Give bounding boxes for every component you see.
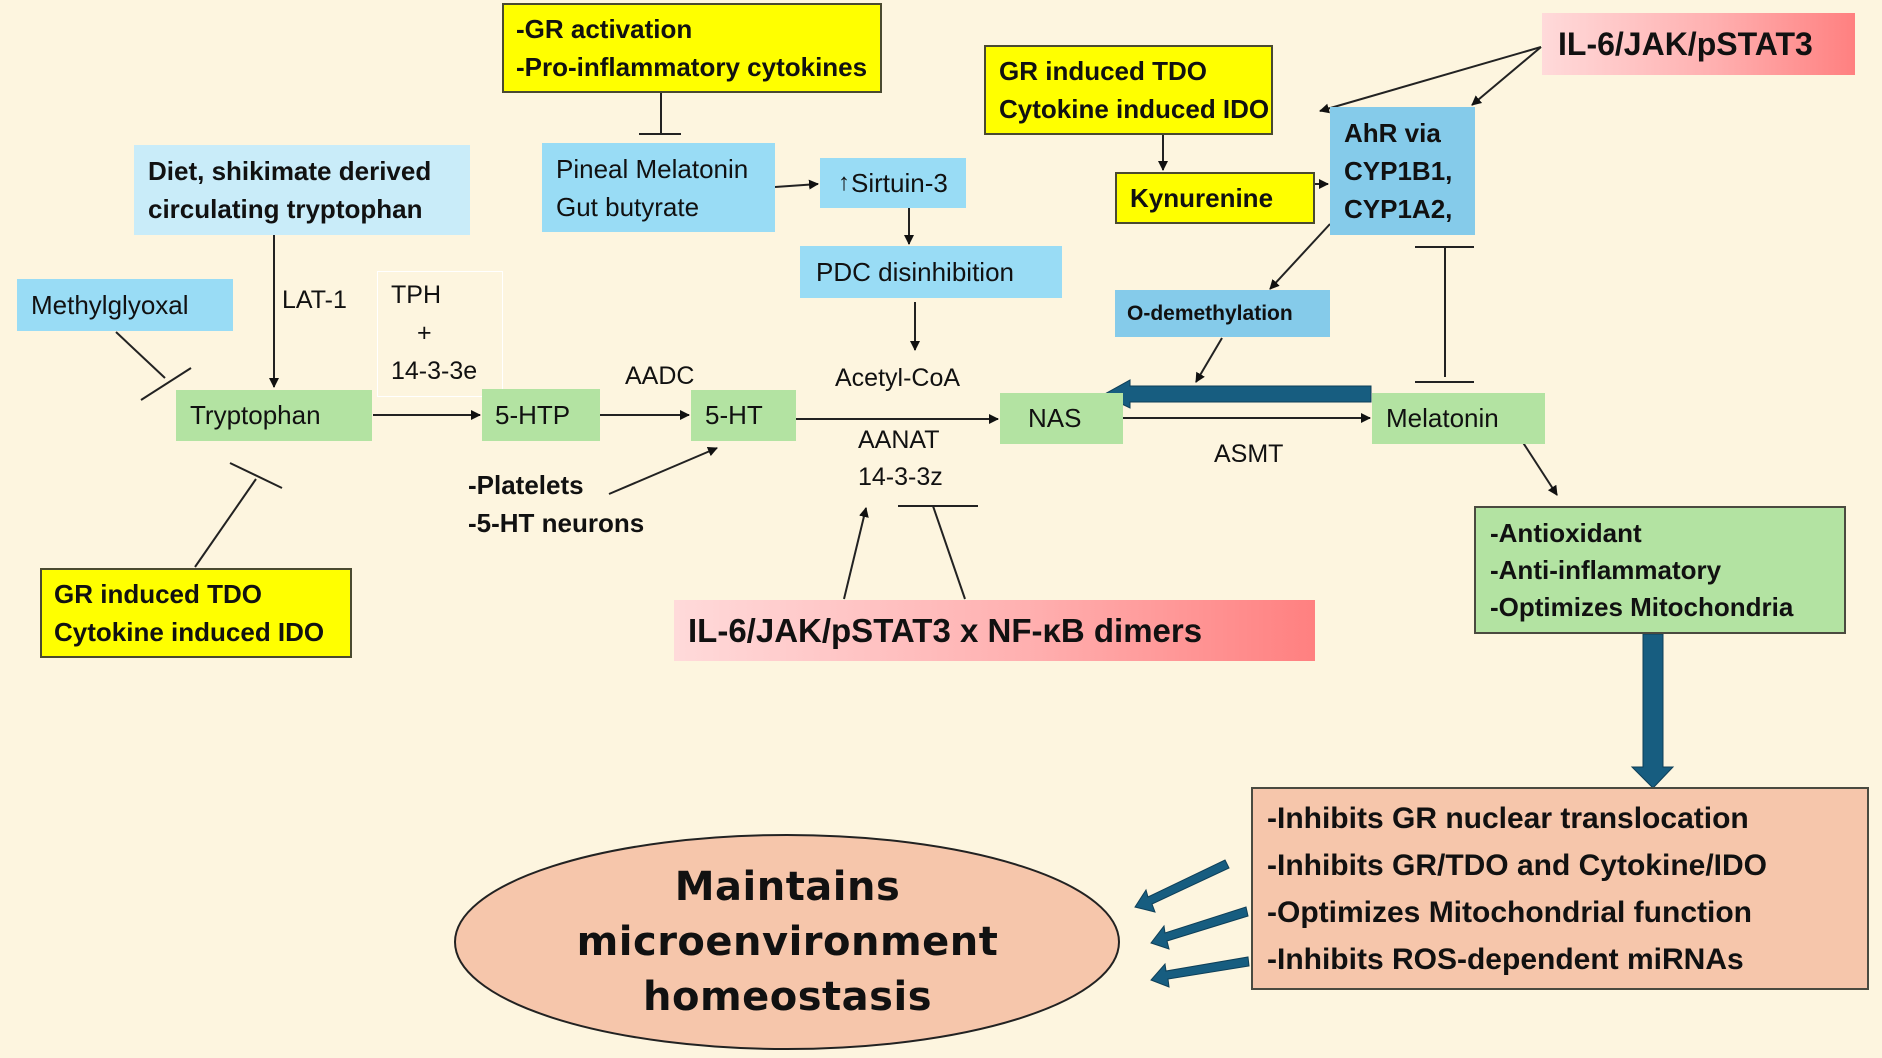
pdc-label: PDC disinhibition: [816, 256, 1014, 287]
nas-box: NAS: [1000, 393, 1123, 444]
homeostasis-line-2: microenvironment: [576, 919, 999, 965]
inhibit-bar-grtdo: [229, 462, 283, 489]
lat1-label: LAT-1: [282, 286, 347, 314]
effect-anti-inflammatory: -Anti-inflammatory: [1490, 554, 1722, 585]
kynurenine-box: Kynurenine: [1115, 172, 1315, 224]
arrow-platelets-to-5ht: [608, 446, 718, 495]
5htp-box: 5-HTP: [482, 389, 600, 441]
methylglyoxal-label: Methylglyoxal: [31, 289, 189, 320]
platelets-line-2: -5-HT neurons: [468, 508, 645, 538]
homeostasis-line-1: Maintains: [674, 864, 901, 910]
acetyl-coa-label: Acetyl-CoA: [835, 364, 961, 392]
outcomes-box: -Inhibits GR nuclear translocation -Inhi…: [1251, 787, 1869, 990]
asmt-label: ASMT: [1214, 440, 1284, 468]
ahr-line-3: CYP1A2,: [1344, 194, 1453, 224]
arrow-il6-to-grtdo: [1319, 46, 1542, 114]
gr-tdo-bottom-box: GR induced TDO Cytokine induced IDO: [40, 568, 352, 658]
sirtuin-label: Sirtuin-3: [851, 167, 948, 198]
block-arrow-outcome-2: [1150, 906, 1249, 950]
melatonin-effects-box: -Antioxidant -Anti-inflammatory -Optimiz…: [1474, 506, 1846, 634]
homeostasis-line-3: homeostasis: [643, 974, 932, 1020]
nas-label: NAS: [1028, 403, 1082, 433]
gr-tdo-top-line-2: Cytokine induced IDO: [999, 94, 1270, 124]
outcome-4: -Inhibits ROS-dependent miRNAs: [1267, 942, 1744, 976]
tph-box: TPH + 14-3-3e: [377, 271, 503, 397]
14-3-3z-label: 14-3-3z: [858, 463, 943, 491]
o-demethylation-box: O-demethylation: [1115, 290, 1330, 337]
arrow-ahr-to-odemethylation: [1269, 223, 1331, 290]
methylglyoxal-box: Methylglyoxal: [17, 279, 233, 331]
pineal-line-2: Gut butyrate: [556, 191, 700, 222]
gr-tdo-top-box: GR induced TDO Cytokine induced IDO: [984, 45, 1273, 135]
tph-line-1: TPH: [391, 281, 441, 309]
arrow-pineal-to-sirtuin: [774, 179, 819, 190]
melatonin-label: Melatonin: [1386, 403, 1499, 433]
aadc-label: AADC: [625, 362, 695, 390]
gr-activation-box: -GR activation -Pro-inflammatory cytokin…: [502, 3, 882, 93]
il6-nfkb-box: IL-6/JAK/pSTAT3 x NF-κB dimers: [674, 600, 1315, 661]
tryptophan-label: Tryptophan: [190, 400, 321, 430]
kynurenine-label: Kynurenine: [1130, 182, 1274, 213]
gr-activation-line-1: -GR activation: [516, 14, 693, 44]
tph-line-3: 14-3-3e: [391, 357, 478, 385]
inhibit-methylglyoxal-tryptophan: [115, 331, 166, 379]
gr-tdo-top-line-1: GR induced TDO: [999, 56, 1207, 86]
outcome-3: -Optimizes Mitochondrial function: [1267, 895, 1752, 929]
melatonin-box: Melatonin: [1372, 393, 1545, 444]
5ht-box: 5-HT: [691, 390, 796, 441]
tph-line-2: +: [417, 319, 432, 347]
block-arrow-outcome-1: [1134, 859, 1230, 913]
ahr-box: AhR via CYP1B1, CYP1A2,: [1330, 107, 1475, 235]
platelets-source: -Platelets -5-HT neurons: [468, 466, 708, 542]
gr-activation-line-2: -Pro-inflammatory cytokines: [516, 52, 868, 82]
outcome-1: -Inhibits GR nuclear translocation: [1267, 801, 1749, 835]
arrow-il6-to-ahr: [1471, 46, 1542, 106]
platelets-line-1: -Platelets: [468, 470, 584, 500]
gr-tdo-bottom-line-1: GR induced TDO: [54, 579, 262, 609]
inhibit-grtdo-tryptophan: [194, 478, 257, 568]
inhibit-il6nfkb-aanat: [932, 505, 966, 600]
il6-nfkb-label: IL-6/JAK/pSTAT3 x NF-κB dimers: [688, 611, 1203, 649]
gr-tdo-bottom-line-2: Cytokine induced IDO: [54, 617, 325, 647]
up-arrow-icon: ↑: [838, 169, 850, 196]
5ht-label: 5-HT: [705, 400, 763, 430]
block-arrow-melatonin-to-nas: [1101, 379, 1372, 409]
il6-jak-pstat3-box: IL-6/JAK/pSTAT3: [1542, 13, 1855, 75]
5htp-label: 5-HTP: [495, 399, 571, 430]
il6-top-label: IL-6/JAK/pSTAT3: [1558, 25, 1813, 62]
tryptophan-box: Tryptophan: [176, 390, 372, 441]
diet-line-1: Diet, shikimate derived: [148, 156, 432, 186]
sirtuin-3-box: ↑ Sirtuin-3: [820, 158, 966, 208]
effect-mitochondria: -Optimizes Mitochondria: [1490, 591, 1794, 622]
arrow-odemethylation-to-nas: [1195, 337, 1223, 383]
block-arrow-effects-to-outcomes: [1630, 633, 1675, 789]
arrow-il6nfkb-to-aanat: [843, 507, 869, 600]
effect-antioxidant: -Antioxidant: [1490, 517, 1642, 548]
homeostasis-ellipse: [454, 834, 1120, 1050]
diet-box: Diet, shikimate derived circulating tryp…: [134, 145, 470, 235]
outcome-2: -Inhibits GR/TDO and Cytokine/IDO: [1267, 848, 1768, 882]
inhibit-bar-methylglyoxal: [140, 367, 192, 401]
pdc-disinhibition-box: PDC disinhibition: [800, 246, 1062, 298]
aanat-label: AANAT: [858, 426, 940, 454]
ahr-line-1: AhR via: [1344, 118, 1441, 148]
pineal-line-1: Pineal Melatonin: [556, 153, 749, 184]
homeostasis-label: Maintains microenvironment homeostasis: [455, 835, 1120, 1050]
arrow-melatonin-to-effects: [1521, 440, 1558, 496]
pineal-melatonin-box: Pineal Melatonin Gut butyrate: [542, 143, 775, 232]
ahr-line-2: CYP1B1,: [1344, 156, 1453, 186]
block-arrow-outcome-3: [1150, 956, 1250, 988]
diet-line-2: circulating tryptophan: [148, 194, 423, 224]
o-demethylation-label: O-demethylation: [1127, 301, 1293, 325]
